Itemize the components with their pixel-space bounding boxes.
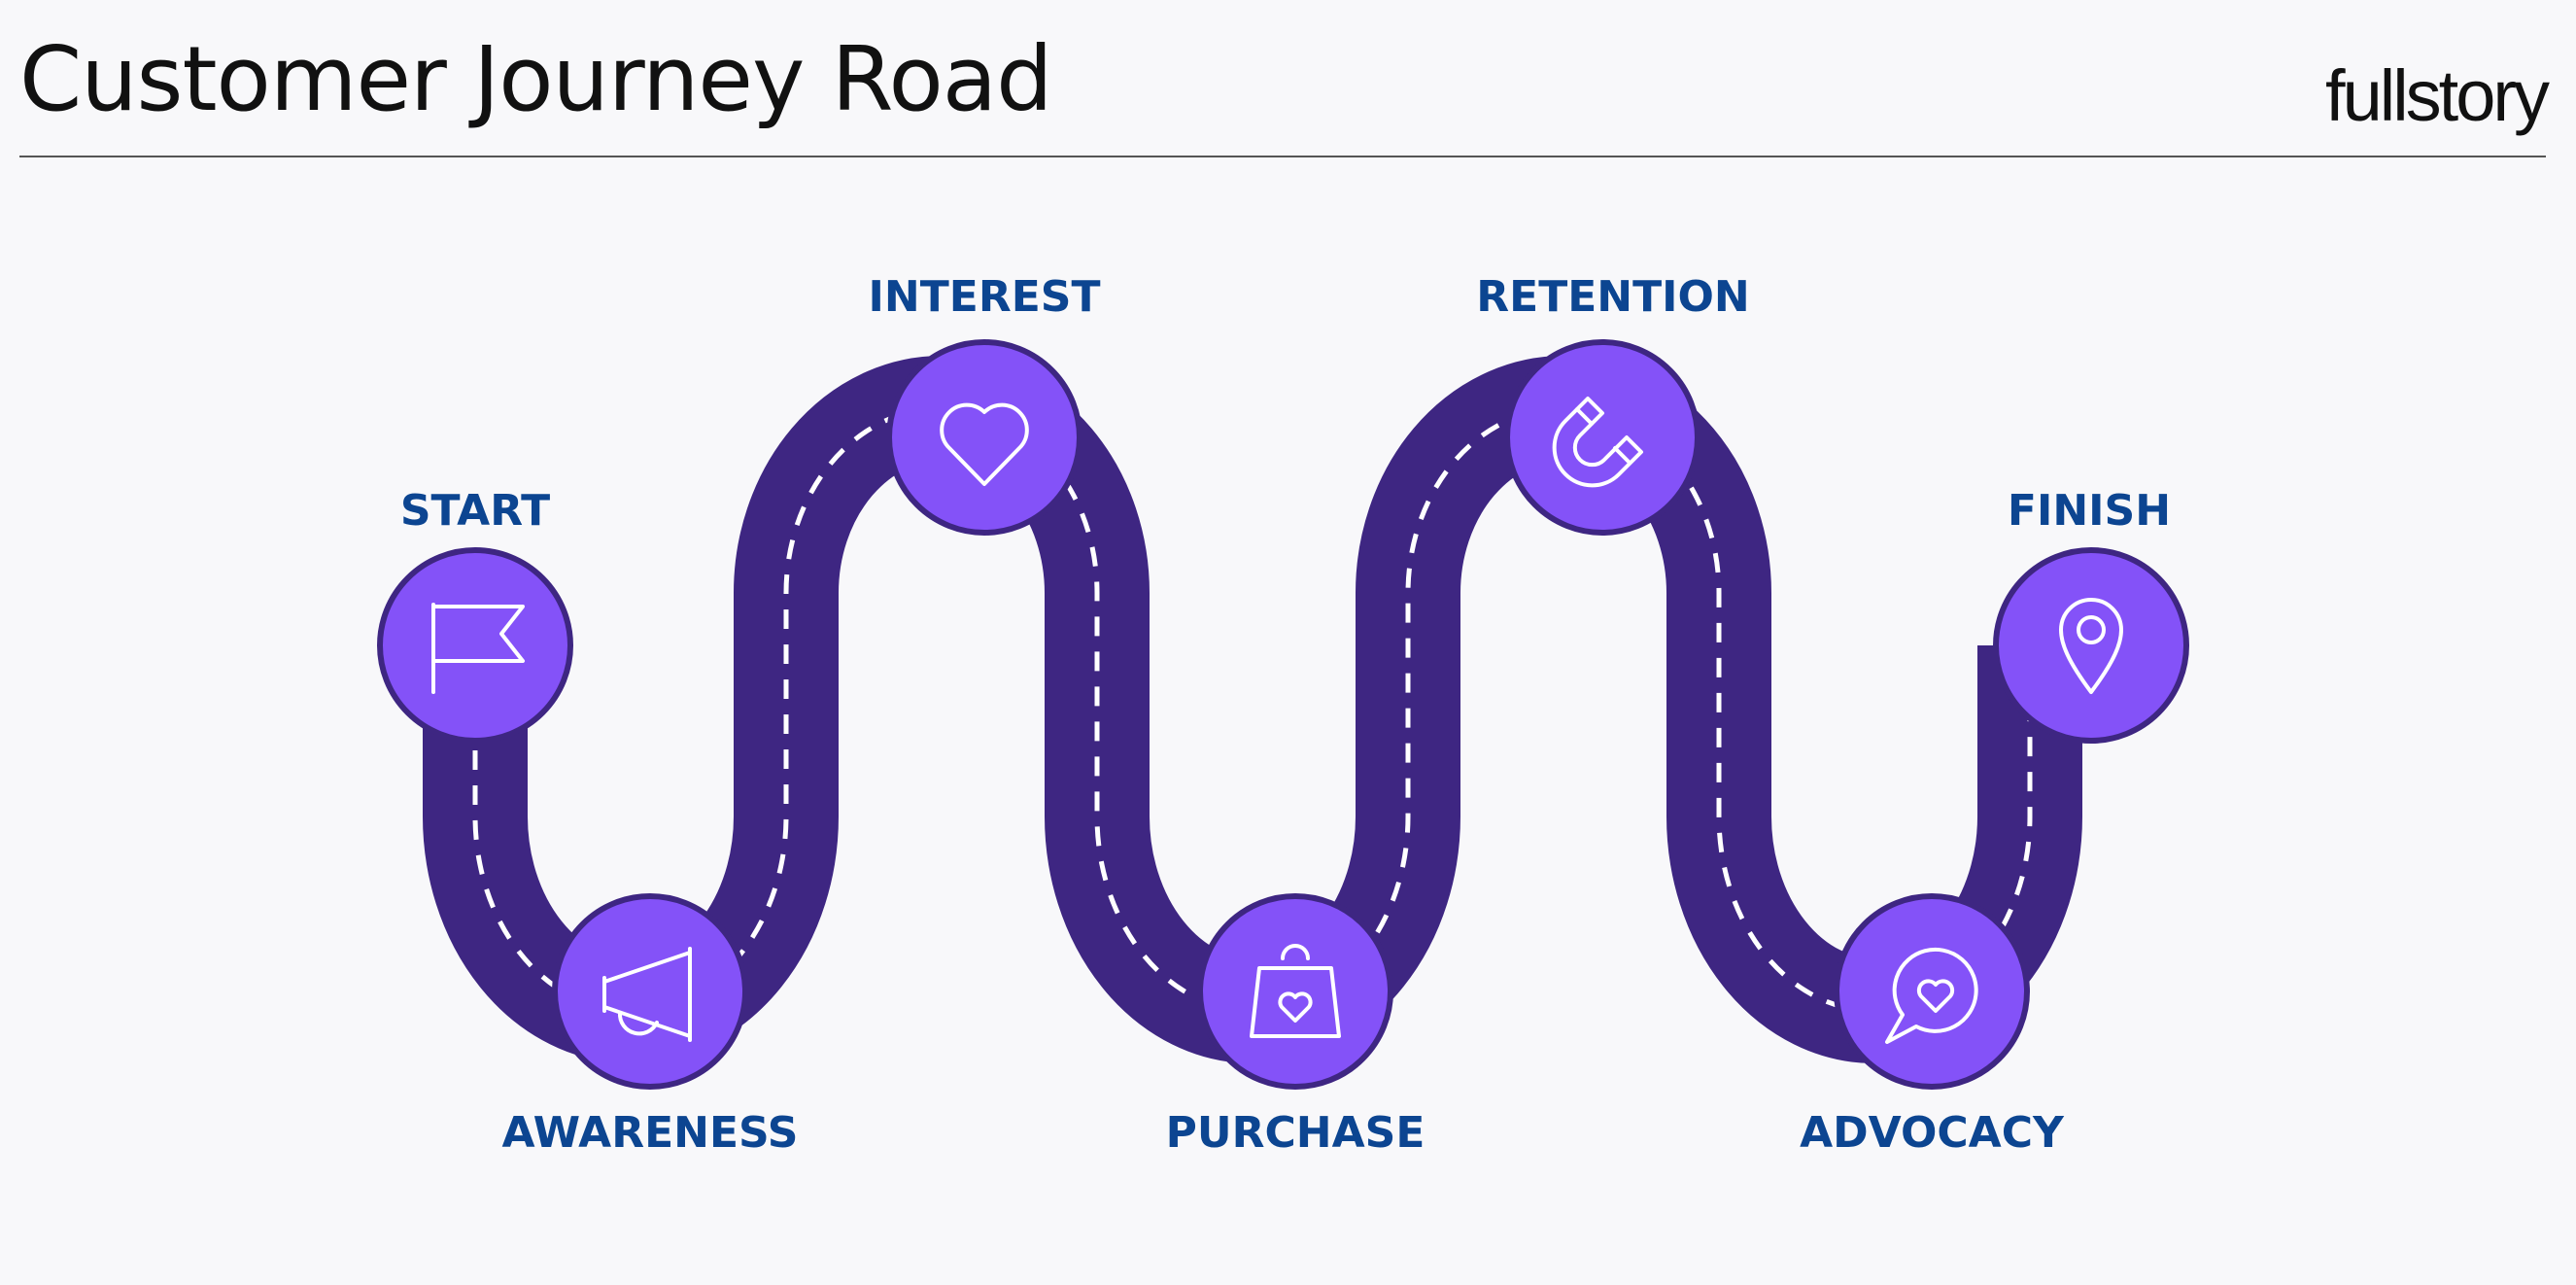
magnet-icon	[1552, 397, 1643, 488]
heart-icon	[940, 402, 1029, 486]
stage-node-awareness	[552, 893, 748, 1090]
title-divider	[19, 156, 2546, 157]
stage-purchase: PURCHASE	[1166, 893, 1425, 1158]
stage-retention: RETENTION	[1476, 272, 1750, 536]
stage-awareness: AWARENESS	[502, 893, 799, 1158]
stage-label-awareness: AWARENESS	[502, 1108, 799, 1158]
stage-label-finish: FINISH	[2008, 486, 2171, 536]
road-center-dashes	[472, 405, 2033, 1014]
chat-heart-icon	[1885, 947, 1978, 1044]
stage-node-finish	[1993, 547, 2189, 744]
stage-node-interest	[886, 339, 1082, 536]
stage-node-purchase	[1197, 893, 1393, 1090]
shopping-bag-heart-icon	[1250, 944, 1341, 1038]
brand-logo: fullstory	[2325, 55, 2550, 136]
stage-start: START	[377, 486, 573, 744]
stage-node-retention	[1504, 339, 1700, 536]
stage-label-interest: INTEREST	[869, 272, 1101, 322]
stage-label-advocacy: ADVOCACY	[1800, 1108, 2065, 1158]
stage-interest: INTEREST	[869, 272, 1101, 536]
stage-label-start: START	[400, 486, 550, 536]
flag-icon	[431, 603, 525, 694]
stage-finish: FINISH	[1993, 486, 2189, 744]
location-pin-icon	[2059, 598, 2123, 694]
stage-node-start	[377, 547, 573, 744]
megaphone-icon	[602, 947, 692, 1042]
stage-label-retention: RETENTION	[1476, 272, 1749, 322]
stage-label-purchase: PURCHASE	[1166, 1108, 1425, 1158]
stage-advocacy: ADVOCACY	[1800, 893, 2065, 1158]
stage-node-advocacy	[1834, 893, 2030, 1090]
page-title: Customer Journey Road	[19, 27, 1053, 131]
